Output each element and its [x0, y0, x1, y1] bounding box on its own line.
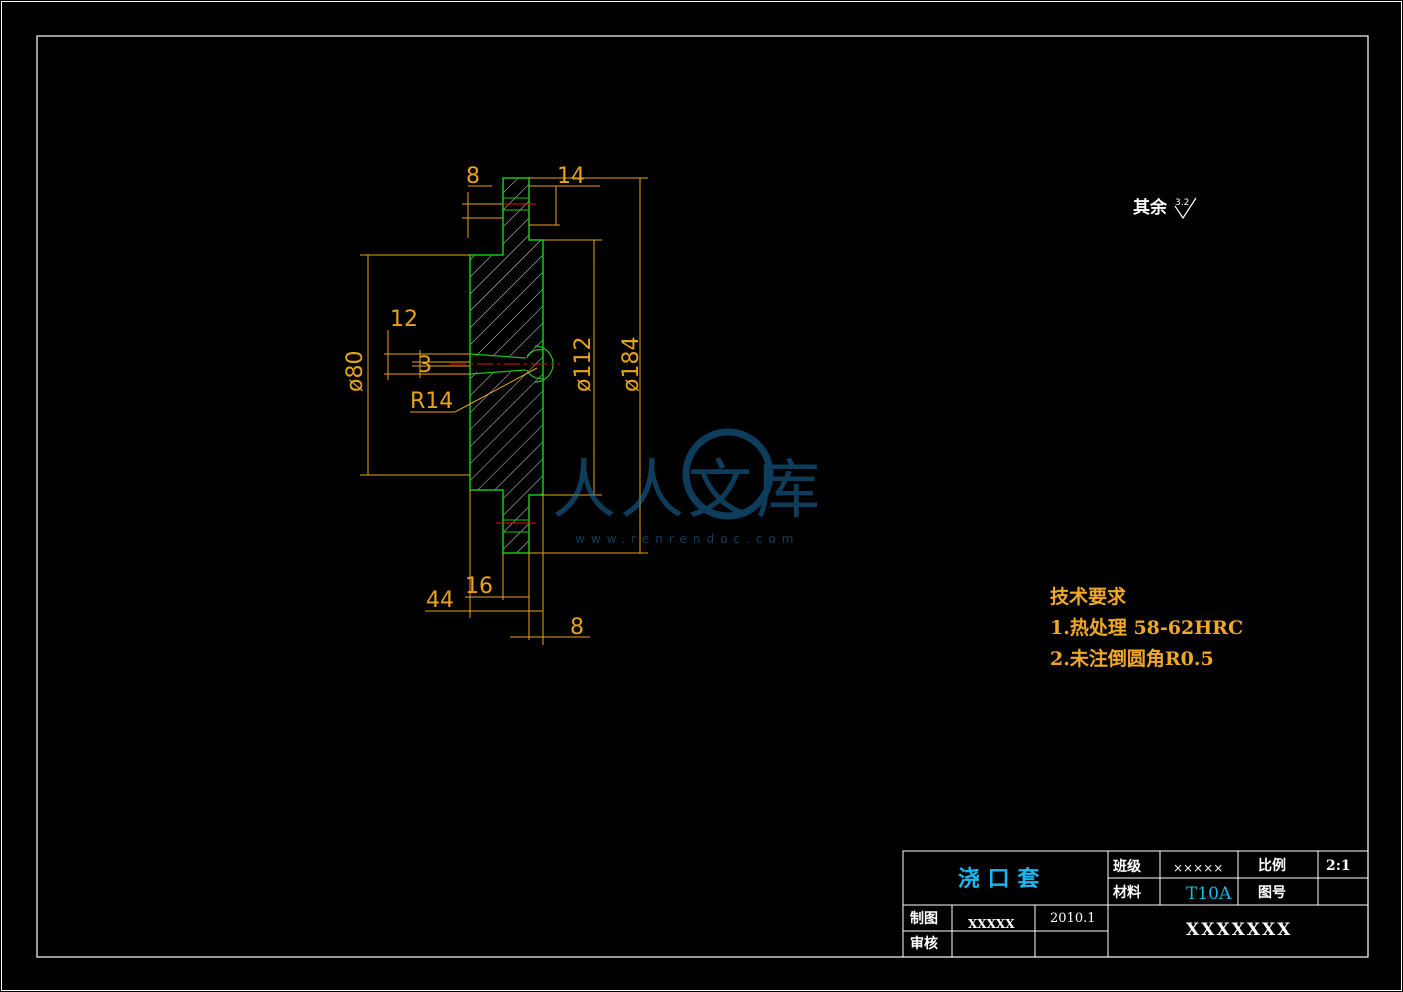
roughness-symbol-icon — [1174, 197, 1197, 220]
watermark-text: 人人文库 — [552, 454, 824, 528]
tech-req-item-2: 2.未注倒圆角R0.5 — [1050, 647, 1214, 670]
dim-dia112: ø112 — [571, 337, 596, 392]
drawing-code: XXXXXXX — [1186, 920, 1292, 940]
inner-border — [36, 35, 1369, 958]
check-label: 审核 — [910, 935, 938, 952]
roughness-value: 3.2 — [1175, 198, 1189, 208]
watermark-logo-icon — [682, 428, 774, 520]
dimension-lines — [360, 177, 648, 645]
dim-8-bottom: 8 — [570, 615, 584, 640]
watermark: 人人文库 www.renrendoc.com — [552, 428, 824, 546]
tech-req-item-1: 1.热处理 58-62HRC — [1050, 616, 1243, 639]
dim-dia184: ø184 — [619, 337, 644, 392]
drawing-no-label: 图号 — [1258, 885, 1286, 901]
drawn-label: 制图 — [910, 910, 938, 927]
date: 2010.1 — [1050, 911, 1096, 926]
part-section — [450, 177, 560, 554]
drawn-by: XXXXX — [968, 917, 1015, 931]
dim-top-14: 14 — [557, 164, 585, 189]
dim-12: 12 — [390, 307, 418, 332]
dim-44: 44 — [426, 588, 454, 613]
surface-roughness-note: 其余 3.2 — [1133, 197, 1197, 220]
class-value: ××××× — [1173, 861, 1223, 875]
dim-3: 3 — [418, 353, 432, 378]
surface-note-label: 其余 — [1133, 197, 1168, 218]
title-block — [902, 850, 1369, 958]
watermark-url: www.renrendoc.com — [575, 532, 799, 546]
material-value: T10A — [1186, 884, 1232, 904]
part-name: 浇 口 套 — [958, 866, 1039, 892]
dim-dia80: ø80 — [343, 351, 368, 392]
dim-top-8: 8 — [466, 164, 480, 189]
dim-r14: R14 — [410, 389, 453, 414]
tech-req-heading: 技术要求 — [1050, 585, 1127, 608]
scale-value: 2:1 — [1326, 858, 1351, 874]
class-label: 班级 — [1113, 858, 1142, 875]
scale-label: 比例 — [1258, 857, 1286, 874]
material-label: 材料 — [1113, 884, 1141, 901]
dim-16: 16 — [465, 574, 493, 599]
